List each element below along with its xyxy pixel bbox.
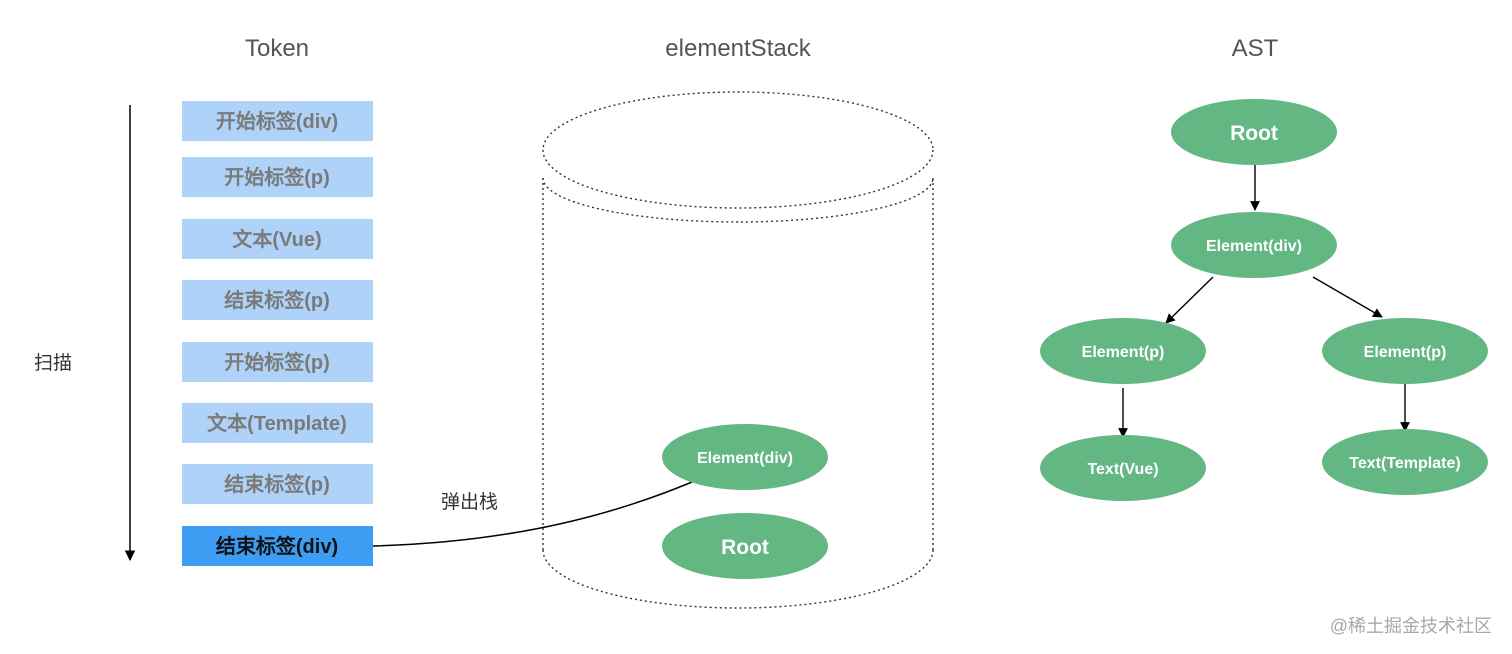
stack-heading: elementStack <box>665 35 811 62</box>
token-label-active: 结束标签(div) <box>216 534 338 558</box>
ast-node-text-template: Text(Template) <box>1322 429 1488 495</box>
ast-node-label: Text(Template) <box>1349 455 1460 472</box>
token-item: 结束标签(p) <box>182 280 373 320</box>
token-box <box>182 403 373 443</box>
token-item: 开始标签(p) <box>182 342 373 382</box>
edge-div-p-right <box>1312 276 1383 318</box>
ast-node-element-p-right: Element(p) <box>1322 318 1488 384</box>
watermark: @稀土掘金技术社区 <box>1330 616 1492 636</box>
pop-connector <box>372 481 693 547</box>
ast-node-shape <box>1040 435 1206 501</box>
ast-heading: AST <box>1232 35 1279 62</box>
ast-node-shape <box>1171 99 1337 165</box>
ast-node-element-div: Element(div) <box>1171 212 1337 278</box>
ast-edges <box>1118 165 1410 438</box>
cylinder-top <box>542 91 934 209</box>
token-label: 文本(Vue) <box>232 227 321 251</box>
stack-node-root: Root <box>662 513 828 579</box>
token-item: 开始标签(div) <box>182 101 373 141</box>
stack-node-label: Element(div) <box>697 450 793 467</box>
stack-node-shape <box>662 513 828 579</box>
cylinder-bottom <box>542 549 934 609</box>
ast-node-text-vue: Text(Vue) <box>1040 435 1206 501</box>
element-stack-cylinder <box>542 91 934 609</box>
token-list: 开始标签(div) 开始标签(p) 文本(Vue) 结束标签(p) 开始标签(p… <box>182 101 373 566</box>
token-item: 开始标签(p) <box>182 157 373 197</box>
token-box <box>182 342 373 382</box>
token-label: 文本(Template) <box>207 411 347 435</box>
ast-node-shape <box>1322 318 1488 384</box>
ast-node-shape <box>1040 318 1206 384</box>
stack-node-label: Root <box>721 536 769 559</box>
token-box-active <box>182 526 373 566</box>
token-item-active: 结束标签(div) <box>182 526 373 566</box>
token-box <box>182 219 373 259</box>
token-item: 文本(Vue) <box>182 219 373 259</box>
ast-node-label: Element(p) <box>1082 344 1165 361</box>
ast-node-label: Element(p) <box>1364 344 1447 361</box>
scan-label: 扫描 <box>34 352 72 374</box>
token-box <box>182 157 373 197</box>
ast-node-label: Element(div) <box>1206 238 1302 255</box>
token-box <box>182 280 373 320</box>
token-heading: Token <box>245 35 309 62</box>
token-item: 结束标签(p) <box>182 464 373 504</box>
token-label: 开始标签(p) <box>224 165 330 189</box>
ast-node-label: Root <box>1230 122 1278 145</box>
pop-label: 弹出栈 <box>441 491 498 513</box>
token-label: 开始标签(div) <box>216 109 338 133</box>
token-label: 结束标签(p) <box>224 472 330 496</box>
token-label: 结束标签(p) <box>224 288 330 312</box>
ast-node-root: Root <box>1171 99 1337 165</box>
stack-node-element-div: Element(div) <box>662 424 828 490</box>
ast-node-label: Text(Vue) <box>1087 461 1158 478</box>
token-item: 文本(Template) <box>182 403 373 443</box>
stack-node-shape <box>662 424 828 490</box>
cylinder-rim <box>542 177 934 223</box>
token-label: 开始标签(p) <box>224 350 330 374</box>
ast-node-shape <box>1171 212 1337 278</box>
token-box <box>182 464 373 504</box>
token-box <box>182 101 373 141</box>
edge-div-p-left <box>1165 276 1214 324</box>
ast-node-shape <box>1322 429 1488 495</box>
ast-node-element-p-left: Element(p) <box>1040 318 1206 384</box>
